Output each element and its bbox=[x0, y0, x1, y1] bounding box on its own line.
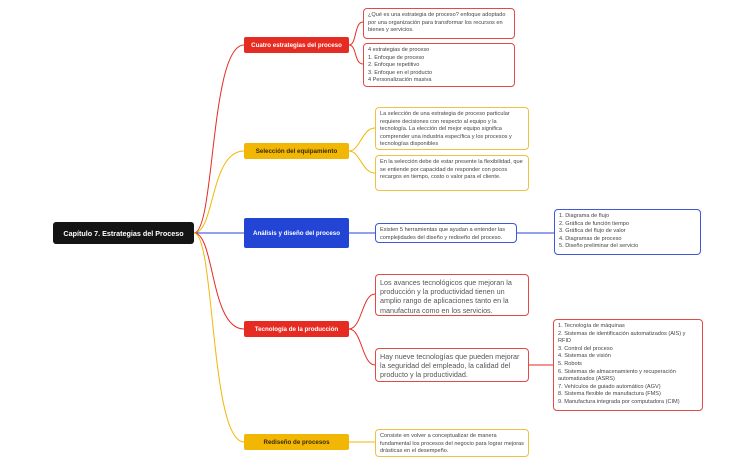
note-avances-tecnologicos[interactable]: Los avances tecnológicos que mejoran la … bbox=[375, 274, 529, 316]
note-nueve-tecnologias[interactable]: Hay nueve tecnologías que pueden mejorar… bbox=[375, 348, 529, 382]
note-cuatro-estrategias-lista[interactable]: 4 estrategias de proceso 1. Enfoque de p… bbox=[363, 43, 515, 87]
note-cinco-herramientas[interactable]: Existen 5 herramientas que ayudan a ente… bbox=[375, 223, 517, 243]
topic-analisis-diseno[interactable]: Análisis y diseño del proceso bbox=[244, 218, 349, 248]
topic-cuatro-estrategias[interactable]: Cuatro estrategias del proceso bbox=[244, 37, 349, 53]
topic-rediseno-procesos[interactable]: Rediseño de procesos bbox=[244, 434, 349, 450]
note-rediseno[interactable]: Consiste en volver a conceptualizar de m… bbox=[375, 429, 529, 457]
note-seleccion-estrategia[interactable]: La selección de una estrategia de proces… bbox=[375, 107, 529, 150]
note-herramientas-lista[interactable]: 1. Diagrama de flujo 2. Gráfica de funci… bbox=[554, 209, 701, 255]
note-que-es-estrategia[interactable]: ¿Qué es una estrategia de proceso? enfoq… bbox=[363, 8, 515, 39]
root-node[interactable]: Capítulo 7. Estrategias del Proceso bbox=[53, 222, 194, 244]
note-tecnologias-lista[interactable]: 1. Tecnología de máquinas 2. Sistemas de… bbox=[553, 319, 703, 411]
note-flexibilidad[interactable]: En la selección debe de estar presente l… bbox=[375, 155, 529, 191]
topic-seleccion-equipamiento[interactable]: Selección del equipamiento bbox=[244, 143, 349, 159]
topic-tecnologia-produccion[interactable]: Tecnología de la producción bbox=[244, 321, 349, 337]
